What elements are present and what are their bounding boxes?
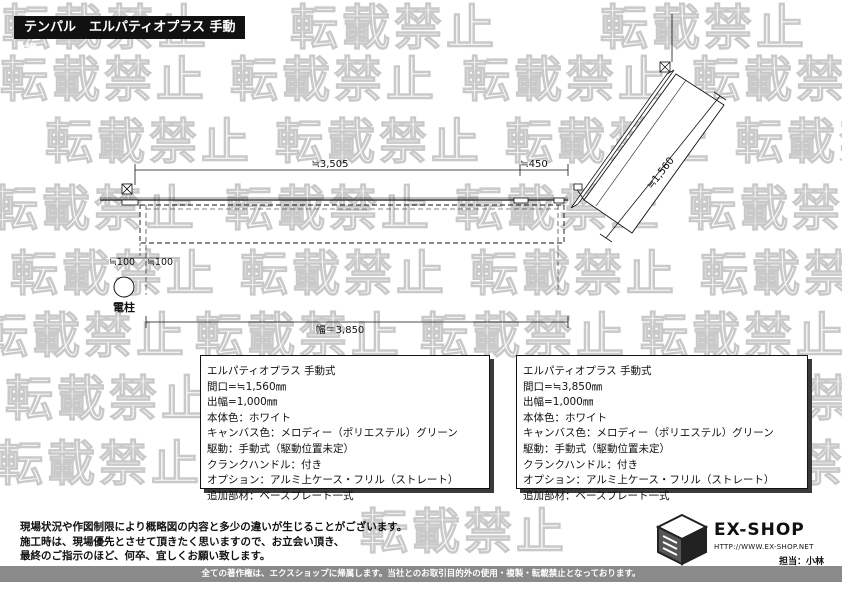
dimension-left-1: ≒100 — [109, 257, 135, 268]
note-line: 最終のご指示のほど、何卒、宜しくお願い致します。 — [20, 550, 271, 562]
diagonal-awning-body — [583, 73, 725, 234]
spec-line: 出幅=1,000㎜ — [523, 396, 594, 409]
spec-line: 駆動：手動式（駆動位置未定） — [523, 442, 670, 455]
base-plate-diagonal — [573, 183, 583, 191]
base-plate-right — [553, 197, 565, 204]
dimension-bottom-width: 幅＝3,850 — [316, 323, 365, 336]
spec-line: 追加部材：ベースプレート一式 — [207, 489, 354, 502]
bracket-icon — [121, 183, 133, 195]
spec-line: 間口=≒3,850㎜ — [523, 380, 603, 393]
dimension-top-offset: ≒450 — [520, 159, 547, 170]
footer-band: 全ての著作権は、エクスショップに帰属します。当社とのお取引目的外の使用・複製・転… — [0, 566, 842, 582]
spec-line: キャンバス色：メロディー（ポリエステル）グリーン — [523, 427, 774, 440]
spec-line: 本体色：ホワイト — [523, 411, 607, 424]
spec-box-left: エルパティオプラス 手動式 間口=≒1,560㎜ 出幅=1,000㎜ 本体色：ホ… — [200, 355, 490, 502]
spec-line: クランクハンドル：付き — [207, 458, 322, 471]
copyright-notice: 全ての著作権は、エクスショップに帰属します。当社とのお取引目的外の使用・複製・転… — [201, 569, 641, 579]
spec-line: エルパティオプラス 手動式 — [207, 365, 336, 377]
awning-diagonal: ≒1,560 — [570, 14, 727, 243]
cube-logo-icon — [655, 513, 709, 566]
spec-line: クランクハンドル：付き — [523, 458, 638, 471]
note-line: 現場状況や作図制限により概略図の内容と多少の違いが生じることがございます。 — [20, 521, 408, 533]
spec-line: 間口=≒1,560㎜ — [207, 380, 287, 393]
site-notes: 現場状況や作図制限により概略図の内容と多少の違いが生じることがございます。 施工… — [20, 520, 407, 564]
logo-name: EX-SHOP — [714, 520, 805, 540]
utility-pole-label: 電柱 — [113, 300, 135, 314]
logo-url: HTTP://WWW.EX-SHOP.NET — [714, 543, 814, 551]
spec-line: 追加部材：ベースプレート一式 — [523, 489, 670, 502]
base-plate-left — [121, 199, 139, 206]
spec-line: オプション：アルミ上ケース・フリル（ストレート） — [207, 474, 459, 487]
spec-line: 本体色：ホワイト — [207, 411, 291, 424]
spec-line: 駆動：手動式（駆動位置未定） — [207, 442, 354, 455]
spec-line: 出幅=1,000㎜ — [207, 396, 278, 409]
spec-line: エルパティオプラス 手動式 — [523, 365, 652, 377]
staff-label: 担当：小林 — [778, 557, 824, 567]
diagonal-case-line — [595, 79, 687, 207]
ex-shop-logo: EX-SHOP HTTP://WWW.EX-SHOP.NET 担当：小林 — [652, 512, 832, 567]
page-title: テンパル エルパティオプラス 手動式 — [14, 16, 245, 58]
base-plate-mid — [513, 197, 529, 204]
utility-pole-icon — [113, 276, 135, 298]
spec-line: キャンバス色：メロディー（ポリエステル）グリーン — [207, 427, 458, 440]
diagonal-wall-plate — [570, 69, 675, 209]
bracket-icon — [659, 61, 671, 73]
note-line: 施工時は、現場優先とさせて頂きたく思いますので、お立会い頂き、 — [20, 535, 345, 548]
awning-main-outline — [139, 204, 565, 244]
dimension-left-2: ≒100 — [147, 257, 173, 268]
dimension-line-diagonal — [605, 95, 721, 239]
dimension-top-width: ≒3,505 — [311, 159, 348, 170]
spec-box-right: エルパティオプラス 手動式 間口=≒3,850㎜ 出幅=1,000㎜ 本体色：ホ… — [516, 355, 808, 502]
spec-line: オプション：アルミ上ケース・フリル（ストレート） — [523, 474, 775, 487]
